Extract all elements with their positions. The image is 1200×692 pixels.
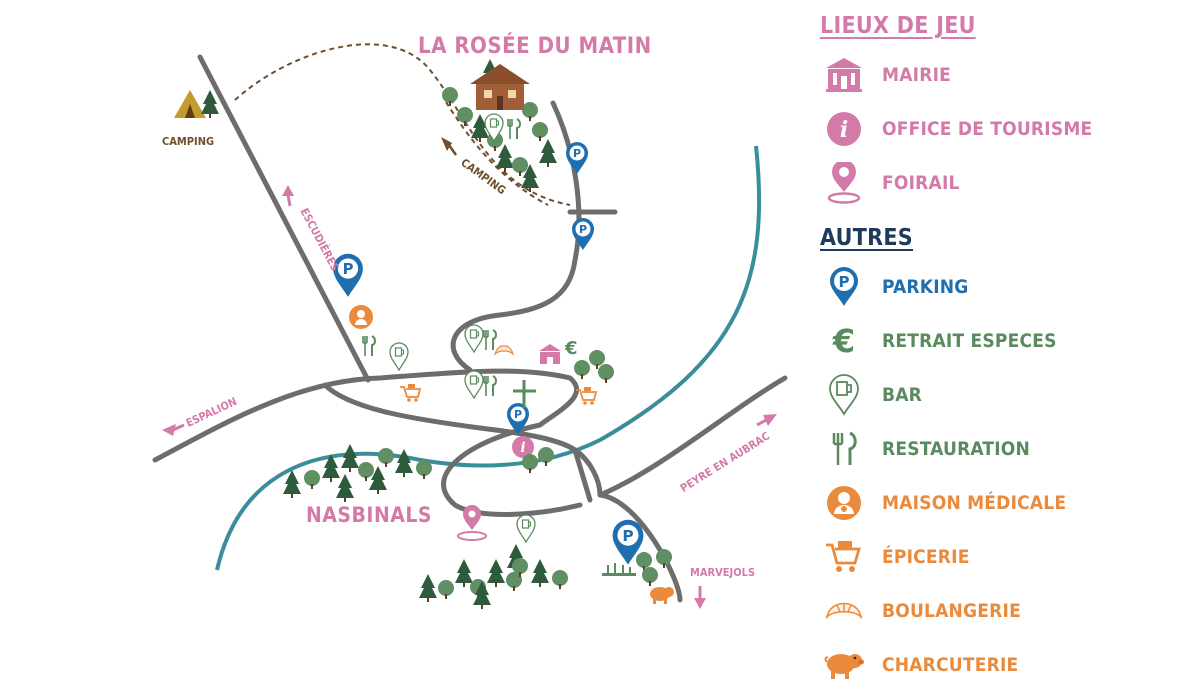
roads [152, 54, 788, 603]
cutlery-icon [483, 375, 497, 397]
peyre-arrow-icon [763, 414, 777, 426]
legend-label: PARKING [882, 276, 969, 298]
pig-icon [650, 587, 674, 604]
location-pin-icon [457, 505, 487, 541]
legend-item-bar: BAR [820, 368, 1190, 422]
church-cross-icon [513, 380, 536, 408]
cart-icon [820, 535, 868, 579]
legend-item-foirail: FOIRAIL [820, 156, 1190, 210]
legend-label: FOIRAIL [882, 172, 960, 194]
location-pin-icon [820, 161, 868, 205]
legend-item-butcher: CHARCUTERIE [820, 638, 1190, 692]
cutlery-icon [362, 335, 376, 357]
town-title: NASBINALS [306, 503, 433, 527]
cutlery-icon [507, 118, 521, 140]
parking-icon: P [820, 265, 868, 309]
espalion-arrow-icon [162, 424, 176, 436]
beer-icon [464, 370, 484, 399]
cutlery-icon [483, 329, 497, 351]
legend-label: MAIRIE [882, 64, 951, 86]
legend-item-restaurant: RESTAURATION [820, 422, 1190, 476]
map-legend: LIEUX DE JEU MAIRIE i OFFICE DE TOURISME… [820, 8, 1190, 692]
legend-label: CHARCUTERIE [882, 654, 1019, 676]
legend-title-other: AUTRES [820, 225, 914, 251]
doctor-icon [820, 481, 868, 525]
village-map: P [152, 43, 788, 609]
euro-icon: € [564, 338, 578, 359]
town-hall-icon [539, 344, 561, 364]
legend-item-parking: P PARKING [820, 260, 1190, 314]
svg-text:P: P [839, 273, 850, 291]
legend-label: BOULANGERIE [882, 600, 1021, 622]
place-title: LA ROSÉE DU MATIN [418, 34, 652, 59]
beer-icon [820, 373, 868, 417]
legend-item-grocery: ÉPICERIE [820, 530, 1190, 584]
camping-tent-icon [174, 90, 219, 118]
camping-trail [234, 43, 571, 206]
croissant-icon [493, 345, 515, 357]
legend-label: RESTAURATION [882, 438, 1031, 460]
legend-label: BAR [882, 384, 923, 406]
river [215, 145, 762, 571]
doctor-icon [349, 305, 373, 329]
camping-site-label: CAMPING [162, 135, 215, 148]
legend-label: OFFICE DE TOURISME [882, 118, 1093, 140]
marvejols-label: MARVEJOLS [690, 566, 756, 579]
svg-text:€: € [832, 323, 855, 359]
info-icon: i [512, 436, 534, 458]
legend-item-tourism: i OFFICE DE TOURISME [820, 102, 1190, 156]
svg-text:i: i [840, 117, 848, 143]
legend-item-bakery: BOULANGERIE [820, 584, 1190, 638]
camping-arrow-icon [441, 137, 458, 156]
cutlery-icon [820, 427, 868, 471]
legend-item-cash: € RETRAIT ESPECES [820, 314, 1190, 368]
parking-icon [566, 142, 588, 174]
cart-icon [575, 386, 597, 406]
cemetery-icon [602, 563, 636, 576]
legend-item-mairie: MAIRIE [820, 48, 1190, 102]
legend-label: MAISON MÉDICALE [882, 492, 1067, 514]
beer-icon [464, 324, 484, 353]
croissant-icon [820, 589, 868, 633]
chalet-icon [470, 64, 530, 110]
legend-label: RETRAIT ESPECES [882, 330, 1057, 352]
legend-title-game: LIEUX DE JEU [820, 13, 976, 39]
town-hall-icon [820, 53, 868, 97]
marvejols-arrow-icon [694, 598, 706, 609]
escudieres-arrow-icon [282, 185, 294, 196]
svg-text:i: i [520, 440, 525, 456]
euro-icon: € [820, 319, 868, 363]
legend-item-medical: MAISON MÉDICALE [820, 476, 1190, 530]
beer-icon [389, 342, 409, 371]
pig-icon [820, 643, 868, 687]
beer-icon [516, 514, 536, 543]
info-icon: i [820, 107, 868, 151]
cart-icon [399, 383, 421, 403]
legend-label: ÉPICERIE [882, 546, 970, 568]
